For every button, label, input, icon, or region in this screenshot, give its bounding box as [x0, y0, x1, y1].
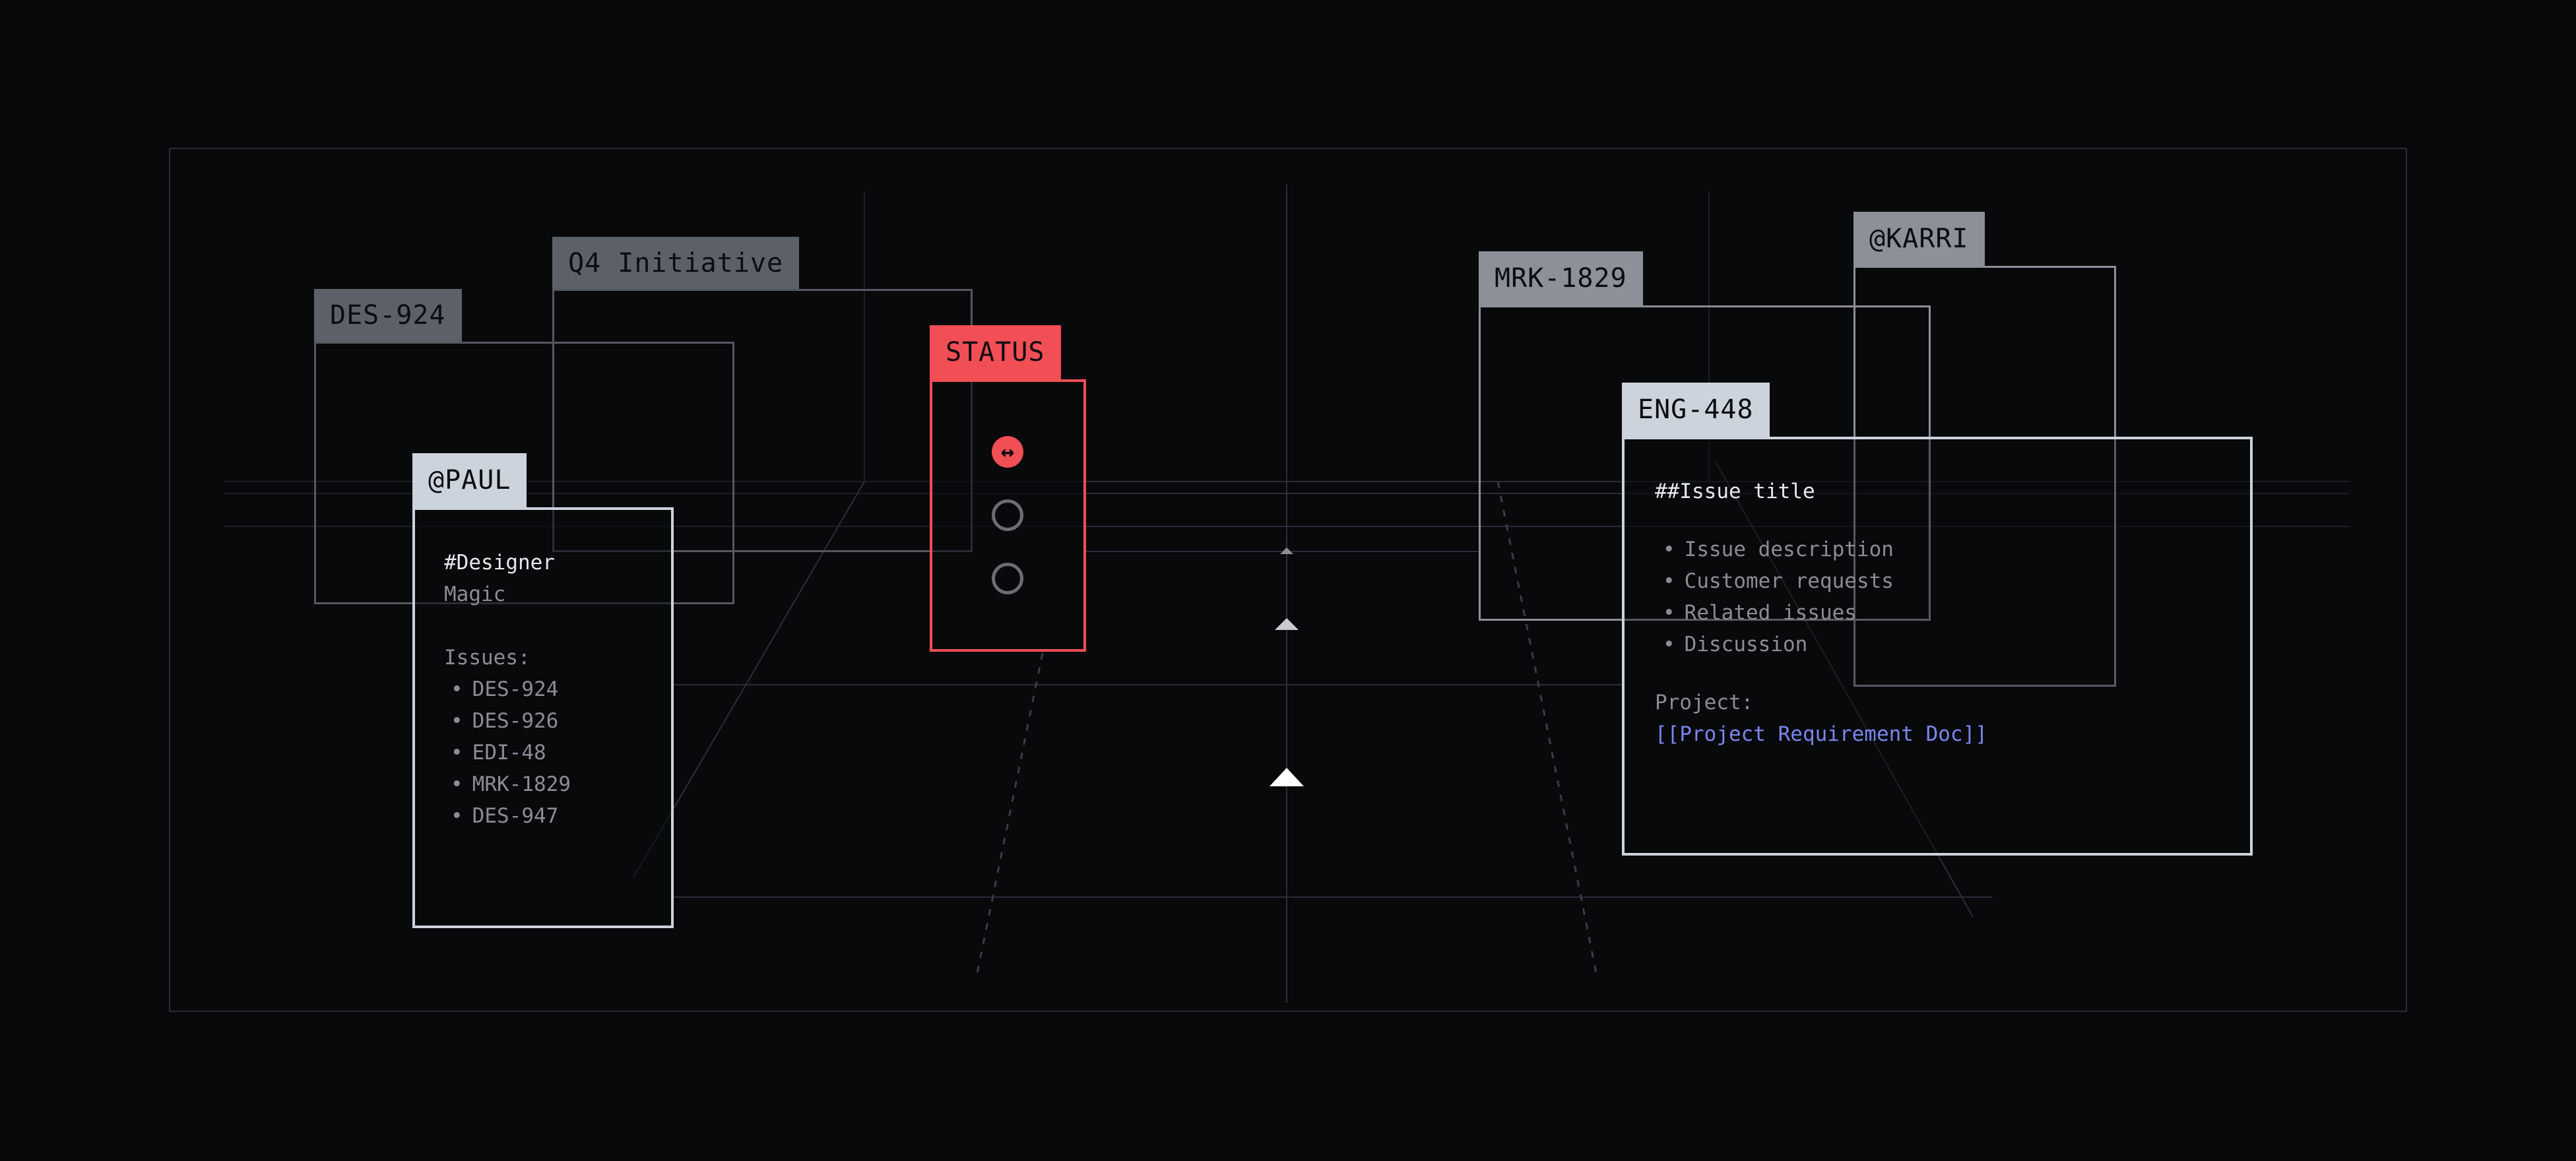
issue-title: ##Issue title [1655, 480, 1815, 503]
triangle-marker-large [1270, 768, 1304, 786]
card-karri-tab[interactable]: @KARRI [1853, 212, 1985, 266]
status-option-selected[interactable]: ↔ [992, 436, 1023, 468]
project-link[interactable]: [[Project Requirement Doc]] [1655, 722, 1987, 746]
issue-section: Discussion [1663, 629, 1987, 660]
project-label: Project: [1655, 691, 1754, 714]
card-karri[interactable] [1853, 266, 2116, 687]
issues-label: Issues: [444, 646, 531, 670]
card-eng-448: ##Issue title Issue description Customer… [1622, 437, 2253, 856]
card-paul: #Designer Magic Issues: DES-924 DES-926 … [412, 507, 674, 928]
issue-link[interactable]: DES-947 [451, 800, 571, 832]
triangle-marker-small [1280, 548, 1293, 554]
issue-link[interactable]: DES-924 [451, 674, 571, 705]
card-des-924-tab[interactable]: DES-924 [314, 289, 462, 342]
paul-role: #Designer [444, 551, 555, 575]
issue-link[interactable]: DES-926 [451, 705, 571, 737]
issue-link[interactable]: EDI-48 [451, 737, 571, 769]
arrows-left-right-icon: ↔ [1000, 439, 1015, 465]
canvas-frame [169, 148, 2407, 1012]
issue-link[interactable]: MRK-1829 [451, 769, 571, 800]
triangle-marker-medium [1275, 618, 1299, 630]
status-option[interactable] [992, 563, 1023, 594]
card-status-tab[interactable]: STATUS [930, 325, 1061, 379]
issue-section: Customer requests [1663, 565, 1987, 597]
status-option[interactable] [992, 499, 1023, 531]
paul-subtitle: Magic [444, 582, 506, 606]
card-mrk-1829-tab[interactable]: MRK-1829 [1479, 251, 1643, 305]
card-status: ↔ [930, 379, 1086, 652]
card-q4-initiative-tab[interactable]: Q4 Initiative [552, 237, 800, 290]
card-paul-tab[interactable]: @PAUL [412, 453, 527, 507]
issue-section: Issue description [1663, 534, 1987, 565]
issue-section: Related issues [1663, 597, 1987, 629]
card-eng-448-tab[interactable]: ENG-448 [1622, 383, 1770, 437]
